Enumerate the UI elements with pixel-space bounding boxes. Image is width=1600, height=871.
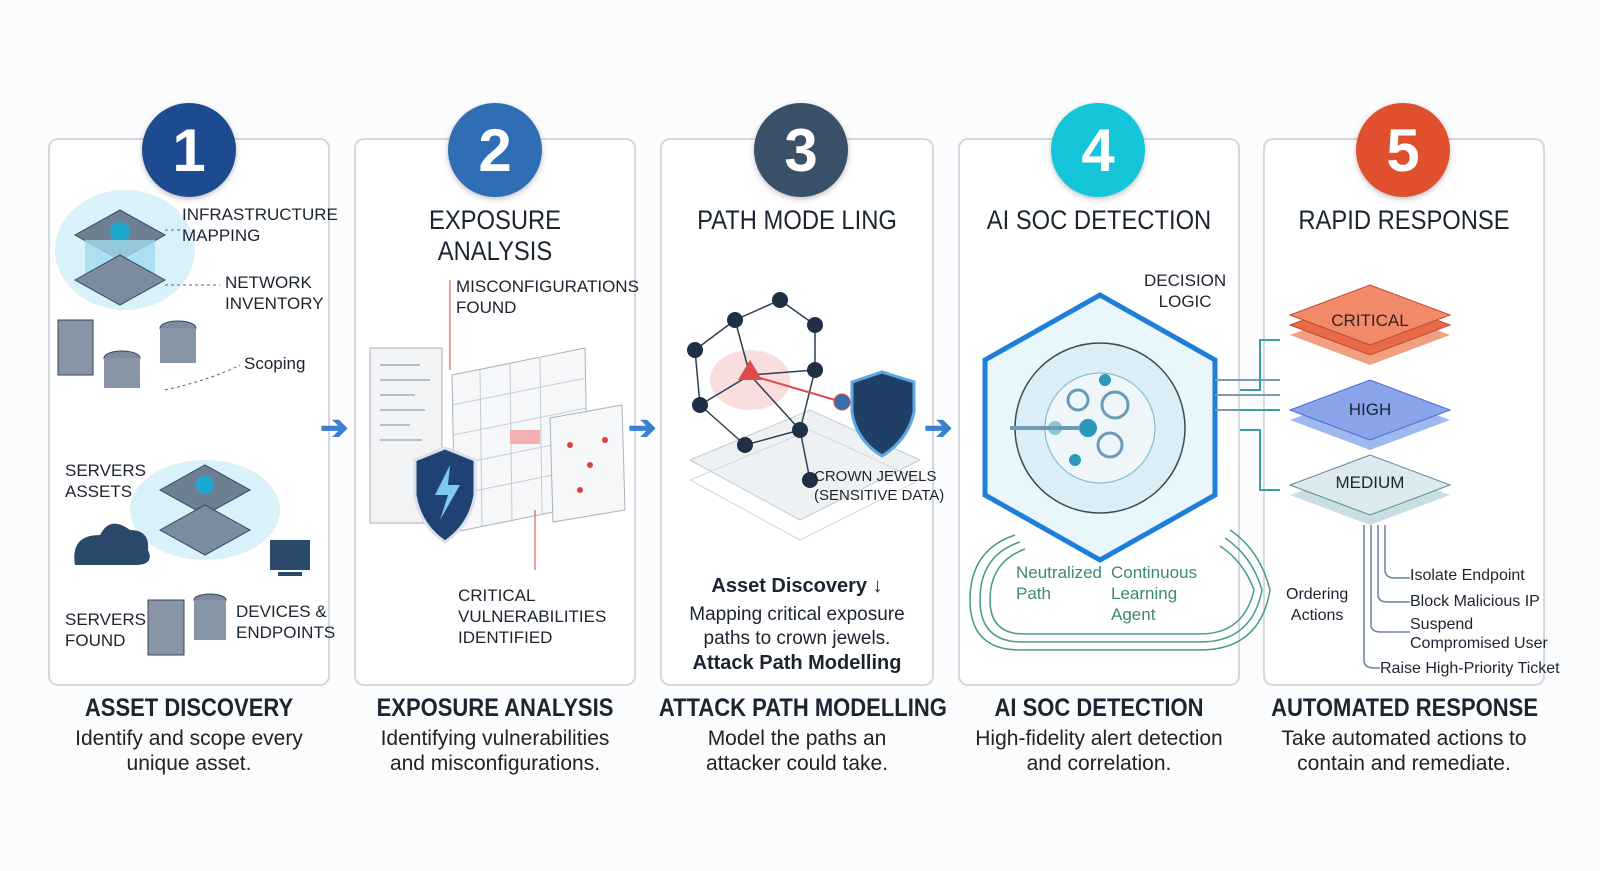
step-number-2: 2 (448, 103, 542, 197)
label-crown-jewels: CROWN JEWELS(SENSITIVE DATA) (814, 468, 945, 504)
exposure-analysis-illustration (369, 280, 626, 570)
step-title-5: AUTOMATED RESPONSE (1271, 694, 1539, 722)
level-critical: CRITICAL (1331, 311, 1409, 330)
level-high: HIGH (1348, 400, 1392, 419)
rapid-response-illustration (1240, 284, 1452, 669)
label-scoping: Scoping (244, 354, 306, 373)
label-attack-path-modelling-sub: Attack Path Modelling (692, 652, 902, 674)
panel-title-5: RAPID RESPONSE (1298, 205, 1510, 235)
arrow-right-icon: ➔ (628, 409, 657, 447)
arrow-right-icon: ➔ (924, 409, 953, 447)
level-medium: MEDIUM (1335, 473, 1405, 492)
step-title-2: EXPOSURE ANALYSIS (376, 694, 614, 722)
step-title-4: AI SOC DETECTION (994, 694, 1204, 722)
step-number-4: 4 (1051, 103, 1145, 197)
step-number-1: 1 (142, 103, 236, 197)
attack-path-illustration (687, 292, 922, 541)
step-number-5: 5 (1356, 103, 1450, 197)
asset-discovery-illustration (55, 190, 310, 656)
action-block-ip: Block Malicious IP (1410, 593, 1540, 610)
step-title-3: ATTACK PATH MODELLING (658, 694, 947, 722)
panel-title-2: EXPOSURE ANALYSIS (428, 205, 562, 266)
panel-title-4: AI SOC DETECTION (986, 205, 1212, 235)
panel-title-3: PATH MODE LING (697, 205, 897, 235)
action-isolate-endpoint: Isolate Endpoint (1410, 567, 1525, 584)
label-asset-discovery-sub: Asset Discovery ↓ (711, 575, 883, 597)
step-number-3: 3 (754, 103, 848, 197)
ai-soc-illustration (960, 275, 1280, 651)
arrow-right-icon: ➔ (320, 409, 349, 447)
label-devices-endpoints: DEVICES &ENDPOINTS (236, 602, 336, 642)
step-title-1: ASSET DISCOVERY (84, 694, 294, 722)
action-raise-ticket: Raise High-Priority Ticket (1380, 660, 1560, 677)
